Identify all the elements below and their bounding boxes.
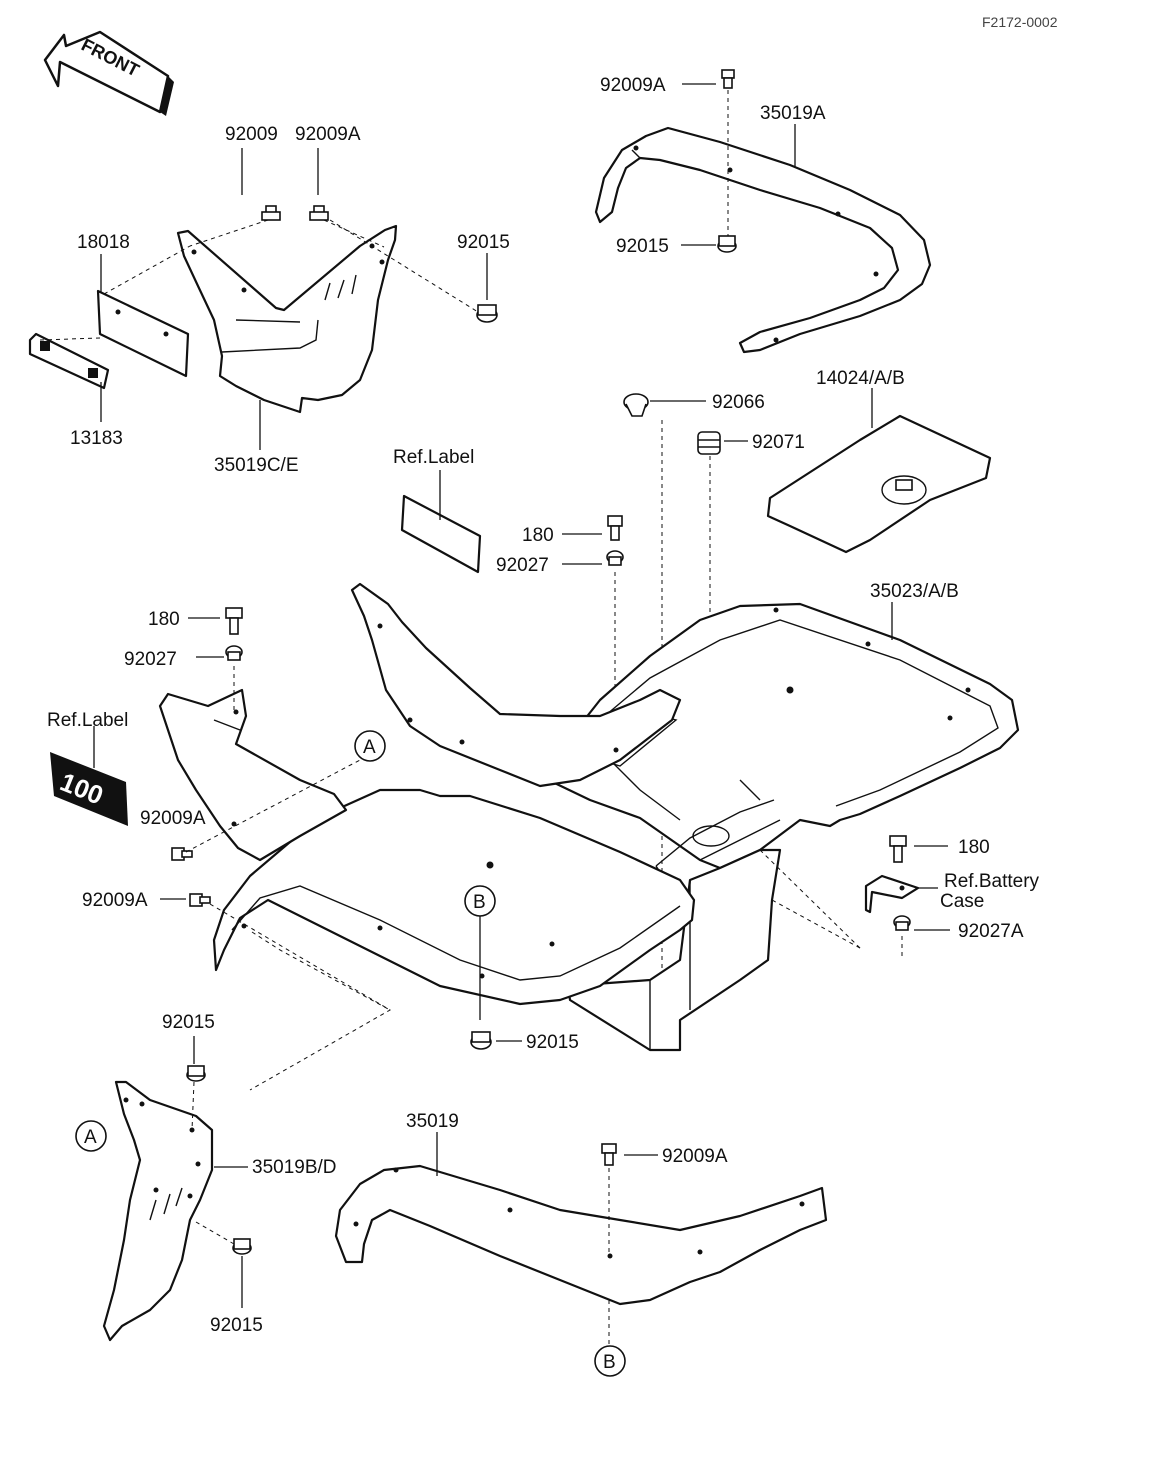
label-92015-bottom-center: 92015 — [526, 1032, 579, 1053]
label-35019ce: 35019C/E — [214, 455, 299, 476]
callout-b-lower-text: B — [603, 1352, 616, 1373]
label-92071: 92071 — [752, 432, 805, 453]
bolt-180-mid-icon — [225, 607, 243, 635]
ref-label-100-sticker: 100 — [50, 752, 128, 826]
label-92027a: 92027A — [958, 921, 1024, 942]
label-180-top: 180 — [522, 525, 554, 546]
reflector-13183 — [28, 332, 110, 390]
label-18018: 18018 — [77, 232, 130, 253]
cap-92066-icon — [623, 393, 649, 417]
washer-92027-top-icon — [606, 550, 624, 566]
nut-92015-icon — [476, 304, 498, 323]
figure-code: F2172-0002 — [982, 14, 1058, 30]
nut-92015-bottom-left-top-icon — [186, 1065, 206, 1082]
side-cover-35019ce — [176, 224, 398, 414]
lid-14024 — [766, 414, 992, 554]
fender-strip-35019a — [594, 126, 932, 354]
grommet-92071-icon — [697, 431, 721, 455]
label-92009a-top-right: 92009A — [600, 75, 666, 96]
callout-a-lower-text: A — [84, 1127, 97, 1148]
label-ref-label-top: Ref.Label — [393, 447, 474, 468]
label-92015-bottom-left-top: 92015 — [162, 1012, 215, 1033]
label-92015-bottom-left-bottom: 92015 — [210, 1315, 263, 1336]
side-cover-35019bd — [102, 1080, 214, 1342]
bolt-92009-icon — [261, 205, 281, 221]
label-92009a-left2: 92009A — [82, 890, 148, 911]
battery-case-bracket-icon — [864, 874, 920, 914]
label-92027-top: 92027 — [496, 555, 549, 576]
front-arrow-icon: FRONT — [43, 30, 174, 116]
label-92015-top-right: 92015 — [616, 236, 669, 257]
callout-b-upper-text: B — [473, 892, 486, 913]
washer-92027-mid-icon — [225, 645, 243, 661]
bolt-92009a-icon — [309, 205, 329, 221]
label-13183: 13183 — [70, 428, 123, 449]
label-92009a-bottom: 92009A — [662, 1146, 728, 1167]
label-180-right: 180 — [958, 837, 990, 858]
bolt-92009a-bottom-icon — [601, 1143, 617, 1166]
label-ref-battery-1: Ref.Battery — [944, 871, 1040, 892]
label-35019a: 35019A — [760, 103, 826, 124]
label-35019bd: 35019B/D — [252, 1157, 337, 1178]
bolt-92009a-left1-icon — [171, 847, 193, 861]
bolt-92009a-left2-icon — [189, 893, 211, 907]
label-14024: 14024/A/B — [816, 368, 905, 389]
label-92009a-left1: 92009A — [140, 808, 206, 829]
label-ref-battery-2: Case — [940, 891, 984, 912]
label-ref-label-left: Ref.Label — [47, 710, 128, 731]
ref-label-top-sticker — [400, 494, 482, 574]
label-92009a-top-left: 92009A — [295, 124, 361, 145]
label-180-mid: 180 — [148, 609, 180, 630]
bolt-180-right-icon — [889, 835, 907, 863]
nut-92015-top-right-icon — [717, 235, 737, 253]
label-35019: 35019 — [406, 1111, 459, 1132]
bolt-92009a-top-right-icon — [721, 69, 735, 89]
label-92009-left: 92009 — [225, 124, 278, 145]
label-92066: 92066 — [712, 392, 765, 413]
callout-a-upper-text: A — [363, 737, 376, 758]
label-92015-upper-left: 92015 — [457, 232, 510, 253]
callout-a-lower: A — [75, 1120, 107, 1152]
washer-92027a-icon — [893, 915, 911, 931]
callout-b-lower: B — [594, 1345, 626, 1377]
nut-92015-bottom-center-icon — [470, 1031, 492, 1050]
nut-92015-bottom-left-bottom-icon — [232, 1238, 252, 1255]
rear-fender-35023 — [158, 582, 1020, 1052]
label-92027-mid: 92027 — [124, 649, 177, 670]
callout-b-upper: B — [464, 885, 496, 917]
plate-18018 — [96, 289, 190, 378]
bolt-180-top-icon — [607, 515, 623, 541]
callout-a-upper: A — [354, 730, 386, 762]
label-35023: 35023/A/B — [870, 581, 959, 602]
fender-strip-35019 — [334, 1164, 828, 1306]
